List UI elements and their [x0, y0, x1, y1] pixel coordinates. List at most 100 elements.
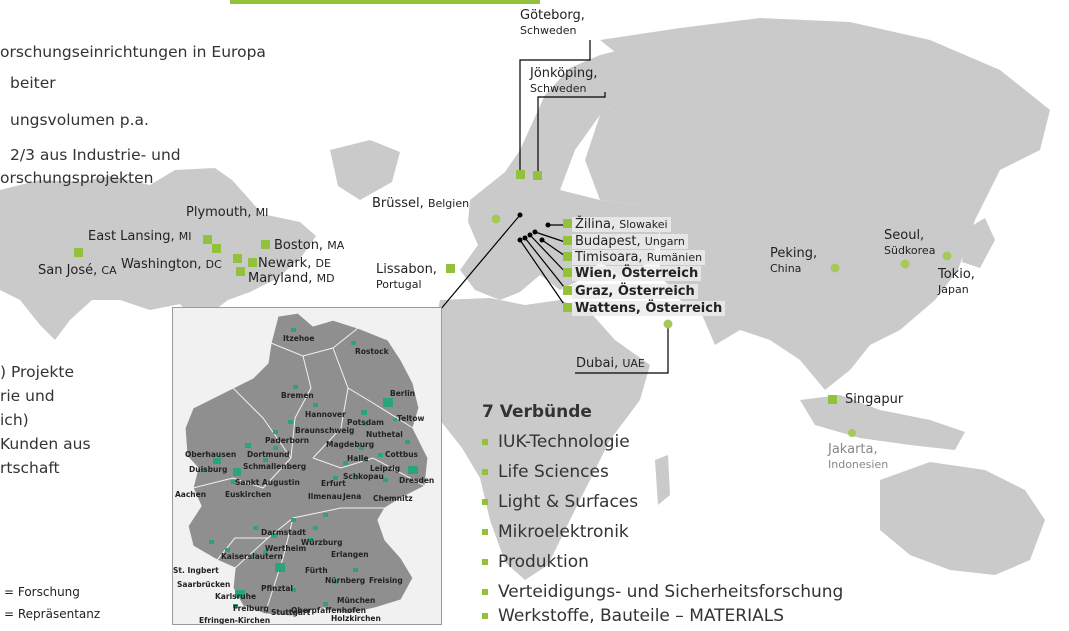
- city-zilina: Žilina, Slowakei: [572, 217, 671, 232]
- city-seoul: Seoul,Südkorea: [884, 228, 936, 257]
- city-goteborg: Göteborg,Schweden: [520, 8, 585, 37]
- de-cottbus: Cottbus: [385, 450, 418, 459]
- de-halle: Halle: [347, 454, 369, 463]
- connector-inset: [439, 214, 521, 311]
- projects-line-2: rie und: [0, 387, 55, 405]
- de-dresden: Dresden: [399, 476, 435, 485]
- de-stuttgart: Stuttgart: [271, 608, 311, 617]
- land-africa: [420, 298, 650, 580]
- city-newark: Newark, DE: [258, 256, 331, 271]
- city-plymouth: Plymouth, MI: [186, 205, 269, 220]
- legend-research: = Forschung: [4, 585, 80, 599]
- de-schmallenberg: Schmallenberg: [243, 462, 307, 471]
- de-sankt-augustin: Sankt Augustin: [235, 478, 300, 487]
- de-magdeburg: Magdeburg: [326, 440, 375, 449]
- projects-line-3: ich): [0, 411, 29, 429]
- bullet-icon: [482, 529, 488, 535]
- de-leipzig: Leipzig: [370, 464, 401, 473]
- de-itzehoe: Itzehoe: [283, 334, 315, 343]
- de-dortmund: Dortmund: [247, 450, 290, 459]
- land-madagascar: [655, 455, 670, 505]
- city-jonkoping: Jönköping,Schweden: [530, 66, 598, 95]
- land-japan: [962, 218, 995, 268]
- bullet-icon: [482, 469, 488, 475]
- projects-line-1: ) Projekte: [0, 363, 74, 381]
- de-karlsruhe: Karlsruhe: [215, 592, 257, 601]
- germany-markers: [201, 328, 418, 608]
- city-east-lansing: East Lansing, MI: [88, 229, 192, 244]
- de-st-ingbert: St. Ingbert: [173, 566, 219, 575]
- de-braunschweig: Braunschweig: [295, 426, 355, 435]
- legend-representation: = Repräsentanz: [4, 607, 100, 621]
- legend-research-label: = Forschung: [4, 585, 80, 599]
- city-singapur: Singapur: [845, 392, 904, 407]
- de-potsdam: Potsdam: [347, 418, 384, 427]
- bullet-icon: [482, 439, 488, 445]
- de-bremen: Bremen: [281, 391, 314, 400]
- verbund-item-6: Verteidigungs- und Sicherheitsforschung: [482, 580, 843, 604]
- de-paderborn: Paderborn: [265, 436, 310, 445]
- germany-outline: [184, 312, 429, 617]
- city-jakarta: Jakarta,Indonesien: [828, 442, 889, 471]
- de-rostock: Rostock: [355, 347, 389, 356]
- de-erfurt: Erfurt: [321, 479, 346, 488]
- city-budapest: Budapest, Ungarn: [572, 234, 688, 249]
- de-nuthetal: Nuthetal: [366, 430, 403, 439]
- de-ilmenau: Ilmenau: [308, 492, 343, 501]
- land-indonesia: [800, 395, 965, 450]
- de-euskirchen: Euskirchen: [225, 490, 272, 499]
- research-markers: [74, 170, 837, 404]
- de-wurzburg: Würzburg: [301, 538, 343, 547]
- connector-wien: [529, 234, 569, 276]
- de-jena: Jena: [343, 492, 362, 501]
- legend-representation-label: = Repräsentanz: [4, 607, 101, 621]
- projects-line-4: Kunden aus: [0, 435, 91, 453]
- representation-markers: [491, 214, 952, 437]
- verbund-item-7: Werkstoffe, Bauteile – MATERIALS: [482, 604, 784, 628]
- stat-line-3: ungsvolumen p.a.: [10, 111, 149, 129]
- de-freiburg: Freiburg: [233, 604, 269, 613]
- bullet-icon: [482, 559, 488, 565]
- city-lissabon: Lissabon,Portugal: [376, 262, 437, 291]
- de-wertheim: Wertheim: [265, 544, 307, 553]
- city-wien: Wien, Österreich: [572, 266, 702, 281]
- de-hannover: Hannover: [305, 410, 346, 419]
- stat-line-2: beiter: [10, 74, 56, 92]
- verbund-item-5: Produktion: [482, 550, 589, 574]
- city-graz: Graz, Österreich: [572, 284, 698, 299]
- stat-line-1: orschungseinrichtungen in Europa: [0, 43, 266, 61]
- city-dubai: Dubai, UAE: [576, 356, 645, 371]
- de-holzkirchen: Holzkirchen: [331, 614, 381, 623]
- projects-line-5: rtschaft: [0, 459, 60, 477]
- germany-inset-map: Itzehoe Rostock Bremen Berlin Hannover P…: [172, 307, 442, 625]
- connector-goteborg: [519, 40, 591, 170]
- de-saarbrucken: Saarbrücken: [177, 580, 231, 589]
- de-kaiserslautern: Kaiserslautern: [221, 552, 283, 561]
- connector-graz: [524, 237, 569, 293]
- de-erlangen: Erlangen: [331, 550, 369, 559]
- verbund-item-1: IUK-Technologie: [482, 430, 630, 454]
- de-oberhausen: Oberhausen: [185, 450, 237, 459]
- city-peking: Peking,China: [770, 246, 818, 275]
- connector-jonkoping: [537, 92, 606, 172]
- bullet-icon: [482, 589, 488, 595]
- city-timisoara: Timisoara, Rumänien: [572, 250, 706, 265]
- city-washington: Washington, DC: [121, 257, 222, 272]
- stat-line-4: 2/3 aus Industrie- und: [10, 146, 181, 164]
- verbund-item-3: Light & Surfaces: [482, 490, 638, 514]
- city-wattens: Wattens, Österreich: [572, 301, 726, 316]
- verbund-item-2: Life Sciences: [482, 460, 609, 484]
- connector-budapest: [534, 231, 569, 244]
- de-oberpfaffenhofen: Oberpfaffenhofen: [291, 606, 366, 615]
- land-north-america: [0, 168, 316, 340]
- de-duisburg: Duisburg: [189, 465, 228, 474]
- connector-wattens: [519, 239, 569, 311]
- de-berlin: Berlin: [390, 389, 415, 398]
- connector-dubai: [575, 324, 669, 374]
- land-asia: [585, 18, 1050, 390]
- connector-dots: [517, 212, 551, 243]
- bullet-icon: [482, 613, 488, 619]
- city-san-jose: San José, CA: [38, 263, 117, 278]
- de-teltow: Teltow: [397, 414, 425, 423]
- bullet-icon: [482, 499, 488, 505]
